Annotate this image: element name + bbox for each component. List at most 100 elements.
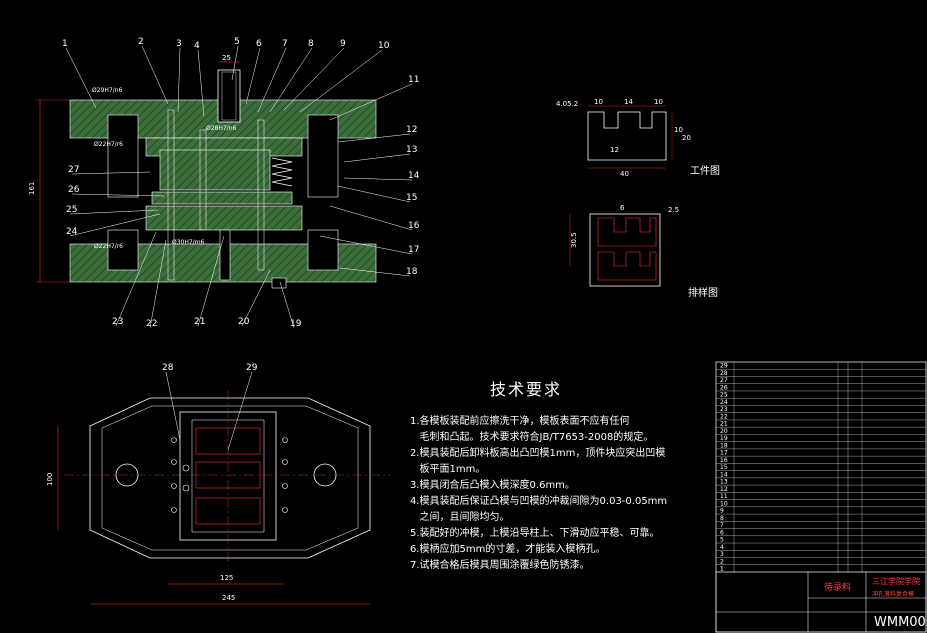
leader-line: [343, 177, 413, 181]
part-number-8: 8: [308, 39, 314, 49]
part-number-22: 22: [146, 319, 157, 329]
bom-item-number: 22: [720, 413, 728, 420]
school-name: 三江学院学院: [872, 576, 920, 586]
tech-item: 3.模具闭合后凸模入模深度0.6mm。: [410, 480, 575, 491]
spring: [271, 157, 293, 187]
fit-label-1: Ø29H7/n6: [92, 87, 123, 94]
part-number-16: 16: [408, 221, 420, 231]
wp-dim-5: 12: [610, 146, 619, 154]
bom-item-number: 1: [720, 566, 724, 573]
fit-label-4: Ø28H7/n6: [206, 125, 237, 132]
part-number-4: 4: [194, 41, 200, 51]
part-number-1: 1: [62, 39, 68, 49]
part-number-29: 29: [246, 363, 258, 373]
leader-line: [269, 47, 313, 113]
layout-dim-2: 2.5: [668, 206, 679, 214]
fit-label-5: Ø30H7/m6: [172, 239, 205, 246]
dim-245: 245: [222, 594, 235, 602]
bom-item-number: 11: [720, 493, 728, 500]
leader-line: [65, 47, 97, 109]
part-number-20: 20: [238, 317, 250, 327]
part-number-10: 10: [378, 41, 390, 51]
tech-item: 2.模具装配后卸料板高出凸凹模1mm，顶件块应突出凹模: [410, 448, 666, 459]
leader-line: [339, 267, 411, 277]
leader-line: [257, 47, 287, 113]
bom-item-number: 16: [720, 457, 728, 464]
bom-item-number: 4: [720, 544, 724, 551]
part-number-21: 21: [194, 317, 205, 327]
layout-dim-3: 30.5: [570, 232, 578, 248]
wp-dim-7: 20: [682, 134, 691, 142]
part-number-11: 11: [408, 75, 419, 85]
leader-line: [283, 47, 345, 111]
leader-line: [69, 209, 159, 215]
leader-line: [343, 153, 411, 163]
fit-label-3: Ø22H7/r6: [94, 243, 123, 250]
workpiece-drawing: 10 14 10 10 12 40 20 4.05.2 工件图: [556, 98, 720, 178]
bom-item-number: 12: [720, 486, 728, 493]
bom-item-number: 13: [720, 479, 728, 486]
dim-25: 25: [222, 54, 231, 62]
bom-item-number: 20: [720, 428, 728, 435]
part-number-28: 28: [162, 363, 174, 373]
bom-item-number: 15: [720, 464, 728, 471]
leader-line: [177, 47, 181, 113]
leader-line: [319, 235, 413, 255]
assembly-section-view: 161 25 Ø29H7/n6 Ø22H7/r6 Ø22H7/r6 Ø28H7/…: [28, 37, 420, 329]
tech-item: 7.试模合格后模具周围涂覆绿色防锈漆。: [410, 560, 590, 571]
part-number-19: 19: [290, 319, 302, 329]
strip-layout-drawing: 6 2.5 30.5 排样图: [569, 204, 718, 299]
bom-item-number: 27: [720, 377, 728, 384]
tech-item: 5.装配好的冲模，上模沿导柱上、下滑动应平稳、可靠。: [410, 528, 660, 539]
leader-line: [329, 83, 413, 121]
bom-item-number: 9: [720, 508, 724, 515]
tech-list: 1.各模板装配前应擦洗干净，模板表面不应有任何 毛刺和凸起。技术要求符合JB/T…: [410, 414, 715, 574]
part-number-14: 14: [408, 171, 420, 181]
tech-title: 技术要求: [490, 380, 563, 399]
leader-line: [337, 133, 411, 143]
bom-item-number: 25: [720, 392, 728, 399]
punch-die-block: [159, 149, 271, 191]
leader-line: [197, 235, 225, 327]
part-number-5: 5: [234, 37, 240, 47]
leader-line: [69, 213, 161, 237]
part-number-12: 12: [406, 125, 417, 135]
bom-item-number: 23: [720, 406, 728, 413]
leader-line: [337, 185, 411, 203]
tech-item: 毛刺和凸起。技术要求符合JB/T7653-2008的规定。: [410, 432, 654, 443]
bom-item-number: 3: [720, 551, 724, 558]
die-handle: [217, 69, 241, 123]
tech-item: 1.各模板装配前应擦洗干净，模板表面不应有任何: [410, 416, 630, 427]
dim-100: 100: [46, 473, 54, 486]
bom-item-number: 8: [720, 515, 724, 522]
wp-dim-6: 40: [620, 170, 629, 178]
leader-line: [231, 45, 239, 81]
layout-title: 排样图: [688, 286, 718, 299]
surface-roughness: 4.05.2: [556, 100, 578, 108]
tech-item: 之间，且间隙均匀。: [410, 512, 510, 523]
part-number-6: 6: [256, 39, 262, 49]
part-number-23: 23: [112, 317, 123, 327]
part-number-17: 17: [408, 245, 419, 255]
bom-item-number: 21: [720, 421, 728, 428]
leader-line: [197, 49, 205, 117]
part-number-26: 26: [68, 185, 80, 195]
tech-item: 板平面1mm。: [410, 464, 486, 475]
layout-dim-1: 6: [620, 204, 625, 212]
title-block: 2928272625242322212019181716151413121110…: [715, 361, 927, 633]
plan-view: 100 125 245 28 29: [46, 363, 390, 605]
material-label: 待录料: [824, 581, 851, 593]
bom-item-number: 19: [720, 435, 728, 442]
wp-dim-4: 10: [674, 126, 683, 134]
bom-item-number: 7: [720, 522, 724, 529]
bom-item-number: 10: [720, 500, 728, 507]
wp-dim-2: 14: [624, 98, 633, 106]
bom-item-number: 5: [720, 537, 724, 544]
leader-line: [141, 45, 169, 105]
technical-requirements: 技术要求 1.各模板装配前应擦洗干净，模板表面不应有任何 毛刺和凸起。技术要求符…: [410, 376, 715, 574]
workpiece-outline: [587, 111, 667, 161]
bom-item-number: 14: [720, 471, 728, 478]
leader-line: [299, 49, 383, 113]
bom-item-number: 6: [720, 529, 724, 536]
